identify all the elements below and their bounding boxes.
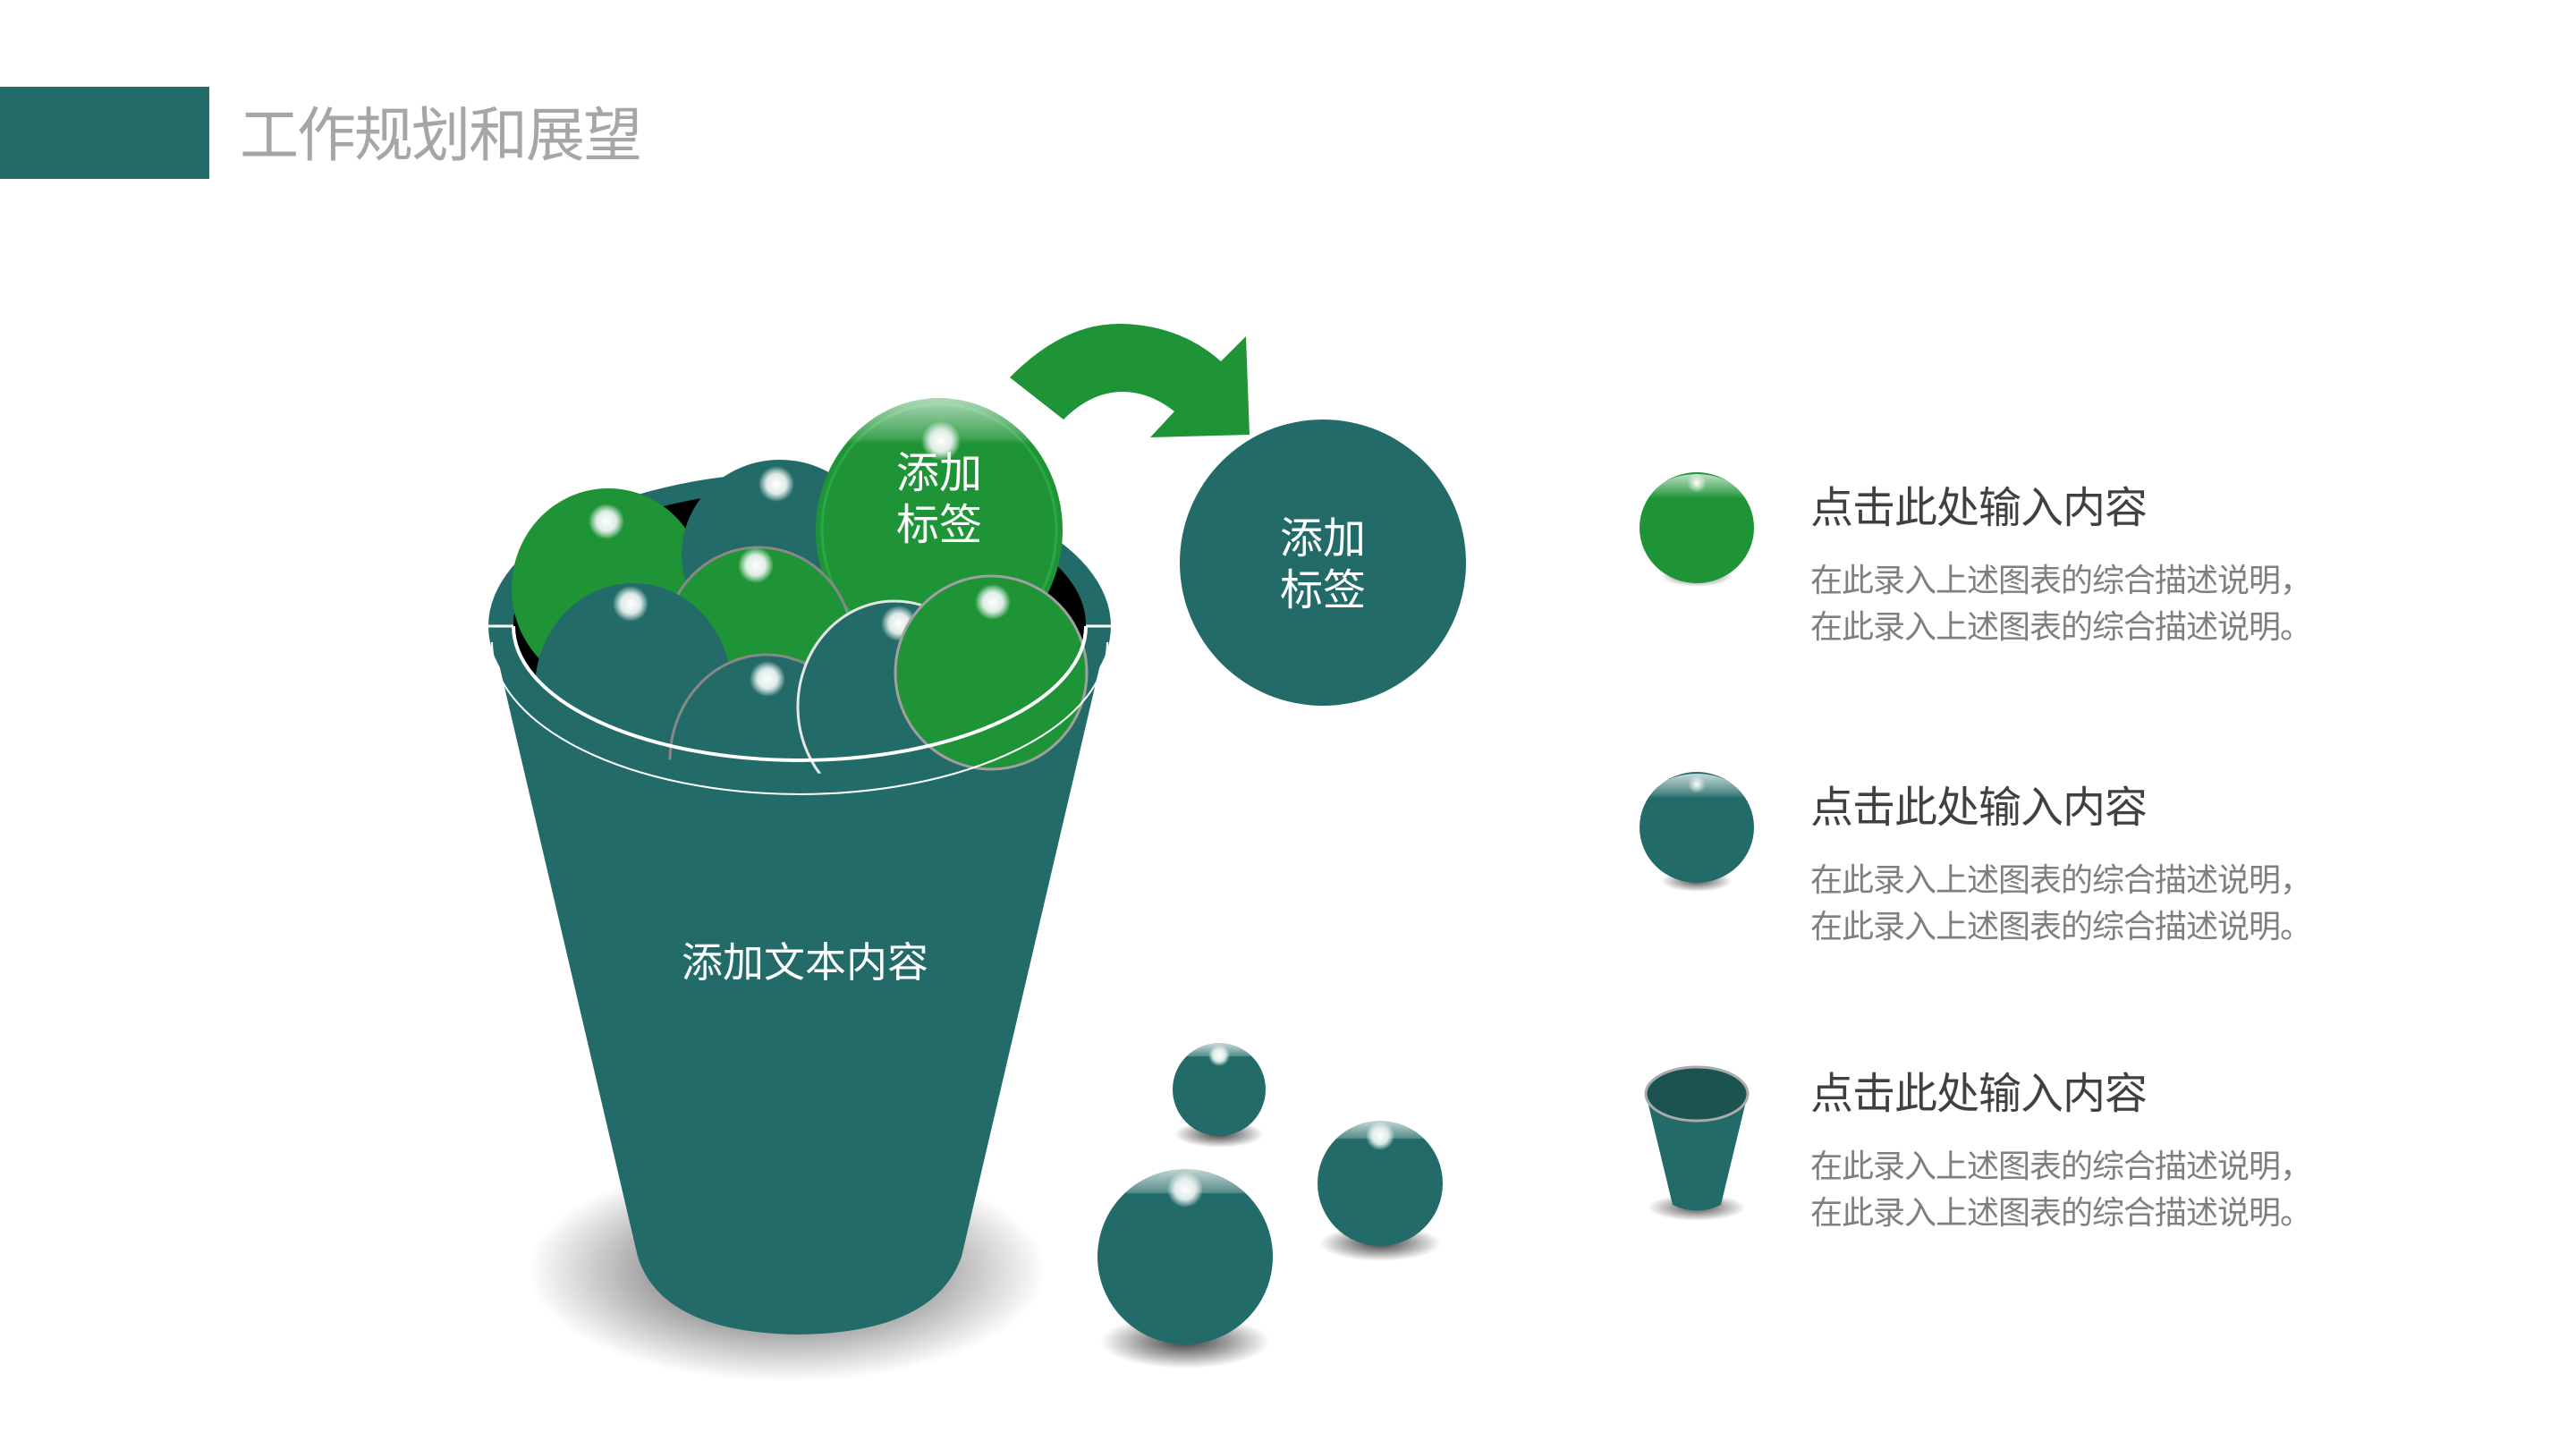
header-accent-bar <box>0 87 209 179</box>
loose-ball-large <box>1097 1167 1273 1368</box>
outer-tag-label: 添加 标签 <box>1251 513 1394 616</box>
legend-title: 点击此处输入内容 <box>1810 483 2148 533</box>
curved-arrow-icon <box>1010 323 1250 437</box>
inner-tag-label: 添加 标签 <box>868 447 1011 551</box>
green-ball <box>894 574 1089 771</box>
desc-line: 在此录入上述图表的综合描述说明。 <box>1810 1195 2312 1232</box>
cup-icon <box>1644 1065 1750 1221</box>
desc-line: 在此录入上述图表的综合描述说明。 <box>1810 609 2312 646</box>
loose-ball-small <box>1173 1043 1266 1148</box>
loose-ball-medium <box>1318 1120 1443 1261</box>
teal-ball-icon <box>1640 772 1754 892</box>
bucket-rim <box>488 624 1111 795</box>
desc-line: 在此录入上述图表的综合描述说明， <box>1810 1148 2312 1185</box>
desc-line: 在此录入上述图表的综合描述说明。 <box>1810 909 2312 945</box>
legend-description: 在此录入上述图表的综合描述说明， 在此录入上述图表的综合描述说明。 <box>1810 858 2312 951</box>
inner-tag-line1: 添加 <box>895 448 982 498</box>
desc-line: 在此录入上述图表的综合描述说明， <box>1810 563 2312 599</box>
outer-tag-line1: 添加 <box>1279 513 1366 564</box>
outer-tag-line2: 标签 <box>1279 565 1366 615</box>
legend-item-cup: 点击此处输入内容 在此录入上述图表的综合描述说明， 在此录入上述图表的综合描述说… <box>1637 1051 2531 1266</box>
green-ball-icon <box>1640 472 1754 587</box>
legend-item-green-ball: 点击此处输入内容 在此录入上述图表的综合描述说明， 在此录入上述图表的综合描述说… <box>1637 465 2531 680</box>
bucket-text-label: 添加文本内容 <box>682 938 928 987</box>
desc-line: 在此录入上述图表的综合描述说明， <box>1810 862 2312 899</box>
legend-title: 点击此处输入内容 <box>1810 783 2148 833</box>
legend-title: 点击此处输入内容 <box>1810 1069 2148 1119</box>
inner-tag-line2: 标签 <box>895 500 982 550</box>
legend-item-teal-ball: 点击此处输入内容 在此录入上述图表的综合描述说明， 在此录入上述图表的综合描述说… <box>1637 765 2531 979</box>
page-title: 工作规划和展望 <box>240 101 642 170</box>
legend-description: 在此录入上述图表的综合描述说明， 在此录入上述图表的综合描述说明。 <box>1810 1144 2312 1237</box>
legend-description: 在此录入上述图表的综合描述说明， 在此录入上述图表的综合描述说明。 <box>1810 558 2312 651</box>
outer-tag-circle <box>1180 419 1466 706</box>
